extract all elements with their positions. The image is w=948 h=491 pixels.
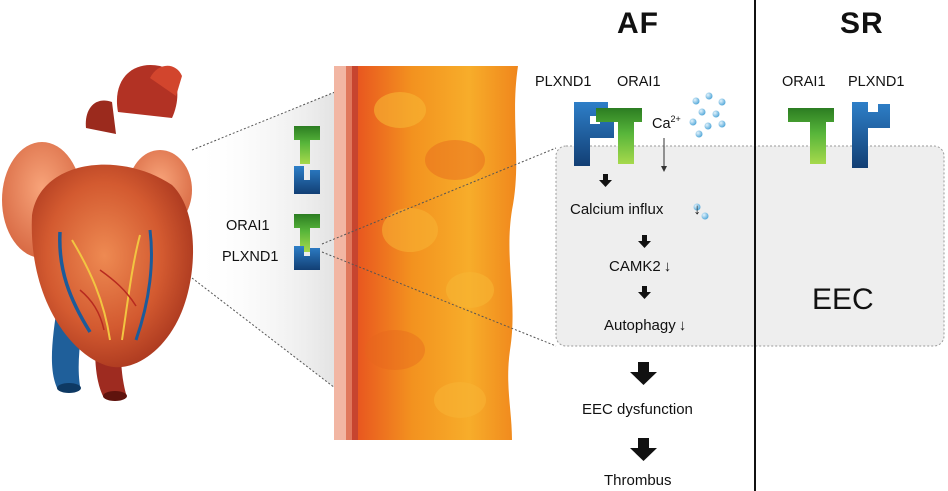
eec-dysfunction-step: EEC dysfunction xyxy=(582,401,693,418)
thrombus-step: Thrombus xyxy=(604,472,672,489)
wall-plxnd1-top xyxy=(294,166,320,194)
wall-plxnd1-marked xyxy=(294,246,320,270)
sr-orai1-label: ORAI1 xyxy=(782,74,826,90)
ion-icon xyxy=(701,212,709,220)
af-header: AF xyxy=(617,7,659,40)
cascade-arrow-5 xyxy=(630,438,657,461)
autophagy-step: Autophagy↓ xyxy=(604,317,686,334)
cell-region xyxy=(555,145,945,347)
tissue-section xyxy=(334,66,518,440)
calcium-influx-text: Calcium influx xyxy=(570,201,664,218)
sr-plxnd1-receptor xyxy=(852,102,890,168)
calcium-charge: 2+ xyxy=(670,114,681,124)
wall-plxnd1-label: PLXND1 xyxy=(222,249,279,265)
ion-icon xyxy=(693,203,701,211)
calcium-ion-label: Ca2+ xyxy=(652,114,681,132)
cascade-arrow-2 xyxy=(638,235,651,248)
wall-orai1-marked xyxy=(294,214,320,252)
cascade-arrow-1 xyxy=(599,174,612,187)
ca-influx-arrowhead xyxy=(661,166,667,172)
af-orai1-label: ORAI1 xyxy=(617,74,661,90)
autophagy-text: Autophagy xyxy=(604,317,676,334)
eec-cell-label: EEC xyxy=(812,283,874,316)
calcium-ions xyxy=(689,92,726,138)
wall-orai1-top xyxy=(294,126,320,164)
camk2-text: CAMK2 xyxy=(609,258,661,275)
cascade-arrow-4 xyxy=(630,362,657,385)
sr-plxnd1-label: PLXND1 xyxy=(848,74,905,90)
down-arrow-icon: ↓ xyxy=(663,258,672,275)
wall-orai1-label: ORAI1 xyxy=(226,218,270,234)
sr-header: SR xyxy=(840,7,884,40)
down-arrow-icon: ↓ xyxy=(693,201,701,218)
camk2-step: CAMK2↓ xyxy=(609,258,671,275)
calcium-influx-step: Calcium influx ↓ xyxy=(570,201,701,218)
cascade-arrow-3 xyxy=(638,286,651,299)
down-arrow-icon: ↓ xyxy=(678,317,687,334)
af-orai1-receptor xyxy=(596,108,642,164)
heart-illustration xyxy=(2,64,194,401)
af-plxnd1-label: PLXND1 xyxy=(535,74,592,90)
sr-orai1-receptor xyxy=(788,108,834,164)
calcium-symbol: Ca xyxy=(652,115,671,132)
